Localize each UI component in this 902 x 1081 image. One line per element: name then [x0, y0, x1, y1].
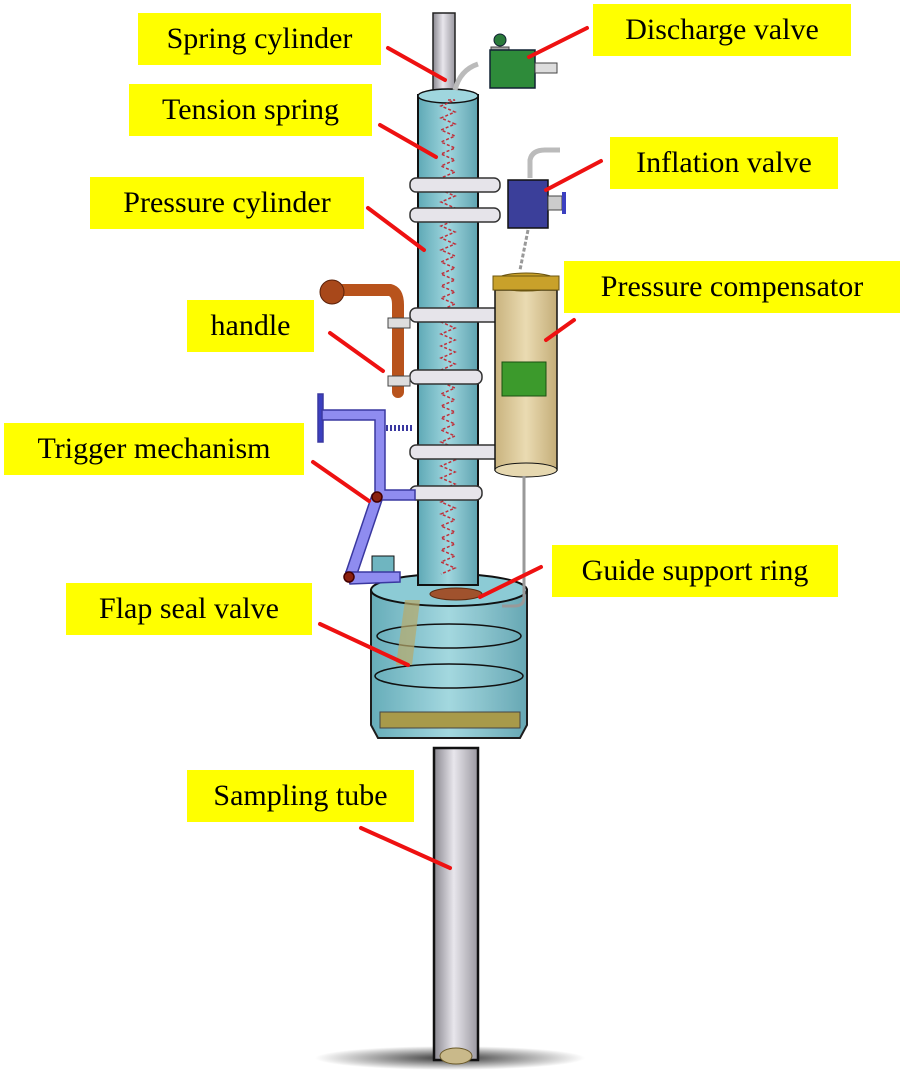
- pressure-cylinder-part: [417, 88, 479, 586]
- leader-sampling-tube: [359, 826, 452, 870]
- label-flap-seal-valve: Flap seal valve: [66, 583, 312, 635]
- handle-part: [319, 279, 411, 398]
- pressure-compensator-part: [492, 272, 560, 608]
- leader-inflation-valve: [544, 159, 603, 192]
- spring-cylinder-part: [432, 12, 456, 99]
- leader-lines: [311, 26, 603, 870]
- leader-spring-cylinder: [386, 46, 447, 82]
- leader-flap-seal-valve: [318, 622, 410, 667]
- label-pressure-cylinder: Pressure cylinder: [90, 177, 364, 229]
- leader-pressure-compensator: [544, 318, 576, 342]
- leader-pressure-cylinder: [366, 206, 426, 252]
- guide-ring-part: [429, 587, 483, 601]
- label-spring-cylinder: Spring cylinder: [138, 13, 381, 65]
- inflation-valve-part: [507, 147, 566, 271]
- label-trigger-mechanism: Trigger mechanism: [4, 423, 304, 475]
- sampling-tube-part: [432, 746, 480, 1065]
- leader-handle: [328, 331, 385, 373]
- leader-guide-support-ring: [478, 565, 543, 599]
- discharge-valve-part: [452, 33, 558, 91]
- leader-trigger-mechanism: [311, 460, 371, 503]
- label-tension-spring: Tension spring: [129, 84, 372, 136]
- label-pressure-compensator: Pressure compensator: [564, 261, 900, 313]
- leader-tension-spring: [378, 123, 438, 159]
- label-sampling-tube: Sampling tube: [187, 770, 414, 822]
- label-guide-support-ring: Guide support ring: [552, 545, 838, 597]
- label-discharge-valve: Discharge valve: [593, 4, 851, 56]
- label-inflation-valve: Inflation valve: [610, 137, 838, 189]
- label-handle: handle: [187, 300, 314, 352]
- leader-discharge-valve: [527, 26, 589, 59]
- trigger-part: [317, 393, 416, 585]
